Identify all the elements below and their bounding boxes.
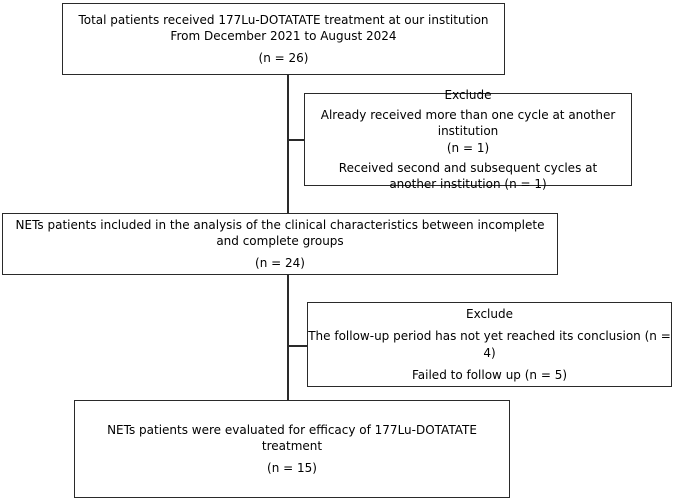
included-patients-text: NETs patients included in the analysis o… bbox=[15, 217, 545, 248]
exclude-2-item1: The follow-up period has not yet reached… bbox=[308, 329, 671, 360]
efficacy-patients-text: NETs patients were evaluated for efficac… bbox=[107, 422, 477, 453]
total-patients-line1: Total patients received 177Lu-DOTATATE t… bbox=[78, 12, 489, 27]
total-patients-box: Total patients received 177Lu-DOTATATE t… bbox=[62, 3, 505, 75]
connector-main-1 bbox=[287, 74, 289, 214]
exclude-2-item2: Failed to follow up (n = 5) bbox=[411, 367, 568, 382]
exclude-box-1: Exclude Already received more than one c… bbox=[304, 88, 632, 191]
exclude-1-item1-count: (n = 1) bbox=[446, 140, 490, 155]
connector-main-2 bbox=[287, 274, 289, 400]
included-patients-count: (n = 24) bbox=[255, 256, 305, 271]
exclude-2-title: Exclude bbox=[465, 307, 513, 322]
included-patients-box: NETs patients included in the analysis o… bbox=[2, 213, 558, 275]
total-patients-line2: From December 2021 to August 2024 bbox=[170, 28, 397, 43]
exclude-1-item2: Received second and subsequent cycles at… bbox=[338, 160, 598, 191]
efficacy-patients-count: (n = 15) bbox=[267, 461, 317, 476]
exclude-box-2: Exclude The follow-up period has not yet… bbox=[307, 302, 672, 387]
total-patients-count: (n = 26) bbox=[258, 51, 309, 66]
efficacy-patients-box: NETs patients were evaluated for efficac… bbox=[74, 400, 510, 498]
connector-exclude-2 bbox=[287, 345, 307, 347]
exclude-1-item1: Already received more than one cycle at … bbox=[320, 108, 616, 139]
exclude-1-title: Exclude bbox=[444, 87, 492, 102]
connector-exclude-1 bbox=[287, 139, 304, 141]
